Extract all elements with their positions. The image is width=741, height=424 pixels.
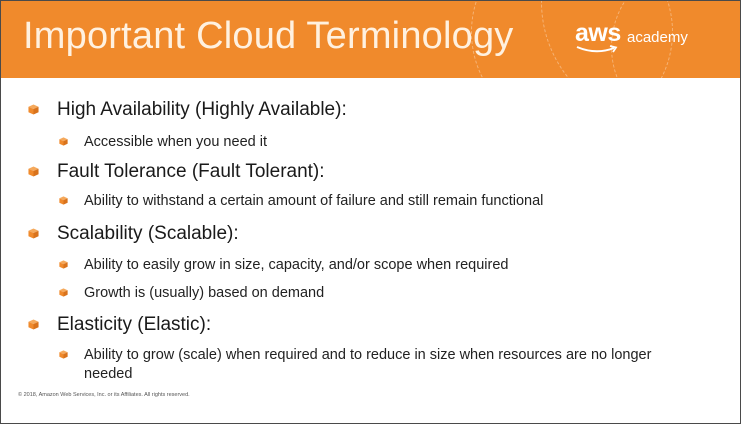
term-heading: Scalability (Scalable): [57,223,239,244]
orange-cube-icon [28,166,39,177]
logo-wordmark: aws [575,19,621,47]
term-heading: High Availability (Highly Available): [57,99,347,120]
list-item: High Availability (Highly Available): [28,99,347,121]
decorative-circle [611,1,740,78]
orange-cube-icon [28,319,39,330]
list-item-continuation: needed [84,366,132,382]
list-item: Ability to withstand a certain amount of… [59,193,544,209]
orange-cube-icon [59,196,68,205]
list-item: Ability to easily grow in size, capacity… [59,257,509,273]
term-definition: Growth is (usually) based on demand [84,285,325,301]
title-bar: Important Cloud Terminology aws academy [1,1,740,78]
term-definition: Accessible when you need it [84,134,267,150]
orange-cube-icon [28,104,39,115]
orange-cube-icon [59,350,68,359]
list-item: Elasticity (Elastic): [28,314,212,336]
slide-title: Important Cloud Terminology [23,15,514,57]
term-definition: Ability to grow (scale) when required an… [84,347,652,363]
term-heading: Elasticity (Elastic): [57,314,212,335]
aws-academy-logo: aws academy [575,19,725,59]
copyright-footer: © 2018, Amazon Web Services, Inc. or its… [18,392,190,398]
list-item: Fault Tolerance (Fault Tolerant): [28,161,325,183]
list-item: Accessible when you need it [59,134,267,150]
term-definition-continuation: needed [84,366,133,382]
term-heading: Fault Tolerance (Fault Tolerant): [57,161,325,182]
term-definition: Ability to easily grow in size, capacity… [84,257,509,273]
orange-cube-icon [28,228,39,239]
list-item: Scalability (Scalable): [28,223,239,245]
logo-suffix: academy [627,29,688,46]
list-item: Growth is (usually) based on demand [59,285,325,301]
orange-cube-icon [59,260,68,269]
list-item: Ability to grow (scale) when required an… [59,347,652,363]
orange-cube-icon [59,137,68,146]
term-definition: Ability to withstand a certain amount of… [84,193,544,209]
orange-cube-icon [59,288,68,297]
aws-smile-icon [576,45,618,53]
